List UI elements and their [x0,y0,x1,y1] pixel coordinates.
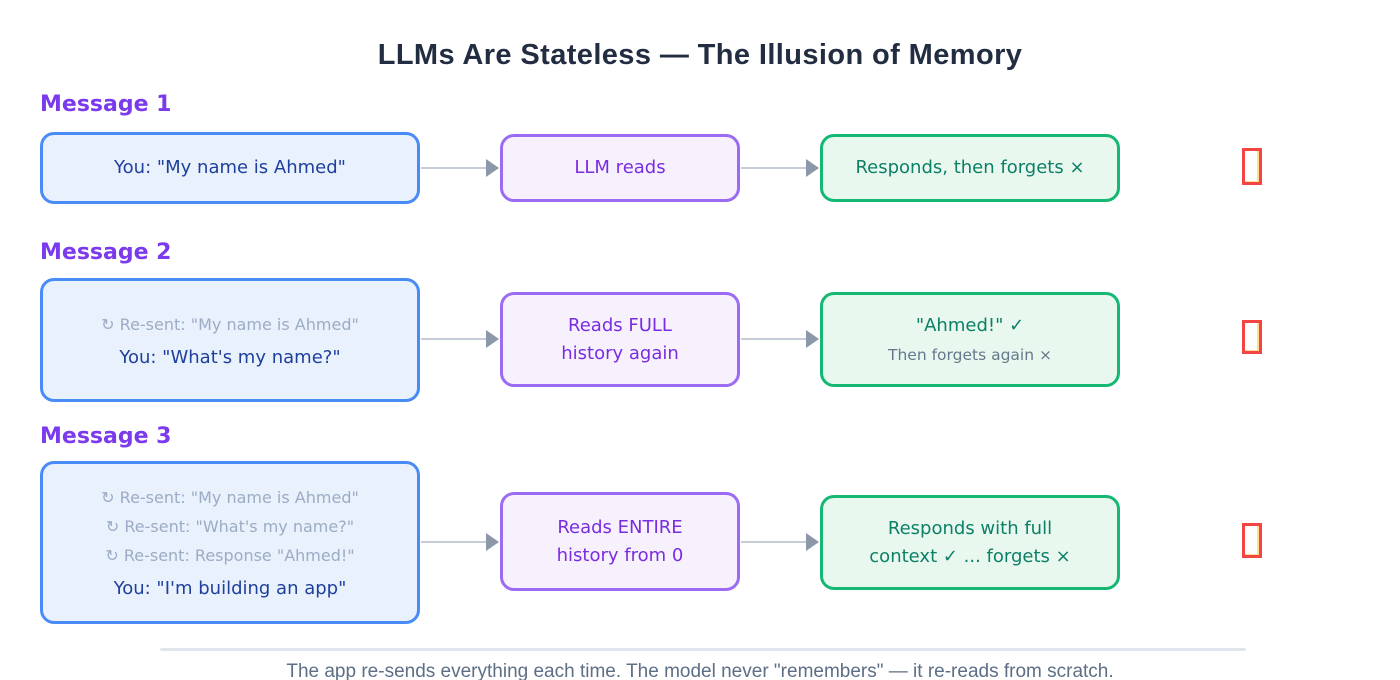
user-current-message: You: "I'm building an app" [113,578,347,599]
row-label-message-2: Message 2 [40,240,172,265]
arrow-line [421,166,486,170]
llm-box-text-line1: Reads FULL [568,314,672,336]
row-label-message-1: Message 1 [40,92,172,117]
llm-box: Reads ENTIRE history from 0 [500,492,740,591]
user-message-box: ↻ Re-sent: "My name is Ahmed" ↻ Re-sent:… [40,461,420,624]
llm-box-text-line1: Reads ENTIRE [557,516,683,538]
resent-history-line: ↻ Re-sent: "My name is Ahmed" [101,314,359,334]
user-message-box: ↻ Re-sent: "My name is Ahmed" You: "What… [40,278,420,402]
result-box-text-line2: context ✓ ... forgets × [869,545,1071,567]
result-box-text-line1: Responds with full [887,517,1053,539]
result-box-text: "Ahmed!" ✓ [915,315,1025,336]
resent-history-line: ↻ Re-sent: "My name is Ahmed" [101,488,359,507]
result-box: Responds, then forgets × [820,134,1120,202]
arrow-head-icon [486,159,499,177]
flow-arrow [421,159,499,177]
footer-divider [160,648,1246,651]
result-box: Responds with full context ✓ ... forgets… [820,495,1120,590]
user-current-message: You: "What's my name?" [119,346,341,368]
arrow-line [741,337,806,341]
user-current-message: You: "My name is Ahmed" [114,157,346,178]
result-box: "Ahmed!" ✓ Then forgets again × [820,292,1120,387]
arrow-line [421,540,486,544]
flow-arrow [421,330,499,348]
arrow-line [741,540,806,544]
result-box-subtext: Then forgets again × [888,346,1052,364]
broken-emoji-icon [1242,320,1262,354]
user-message-box: You: "My name is Ahmed" [40,132,420,204]
resent-history-line: ↻ Re-sent: Response "Ahmed!" [105,546,355,565]
arrow-line [421,337,486,341]
resent-history-line: ↻ Re-sent: "What's my name?" [105,517,355,536]
flow-arrow [421,533,499,551]
broken-emoji-icon [1242,523,1262,558]
row-label-message-3: Message 3 [40,424,172,449]
llm-box: LLM reads [500,134,740,202]
arrow-head-icon [806,533,819,551]
flow-arrow [741,159,819,177]
footer-caption: The app re-sends everything each time. T… [286,661,1114,680]
broken-emoji-icon [1242,148,1262,185]
arrow-head-icon [806,330,819,348]
llm-box-text: LLM reads [574,157,666,178]
llm-box-text-line2: history again [561,342,679,364]
arrow-head-icon [806,159,819,177]
flow-arrow [741,533,819,551]
page-title: LLMs Are Stateless — The Illusion of Mem… [377,39,1023,72]
llm-box-text-line2: history from 0 [556,544,684,566]
llm-box: Reads FULL history again [500,292,740,387]
arrow-line [741,166,806,170]
flow-arrow [741,330,819,348]
arrow-head-icon [486,533,499,551]
arrow-head-icon [486,330,499,348]
result-box-text: Responds, then forgets × [855,157,1085,178]
